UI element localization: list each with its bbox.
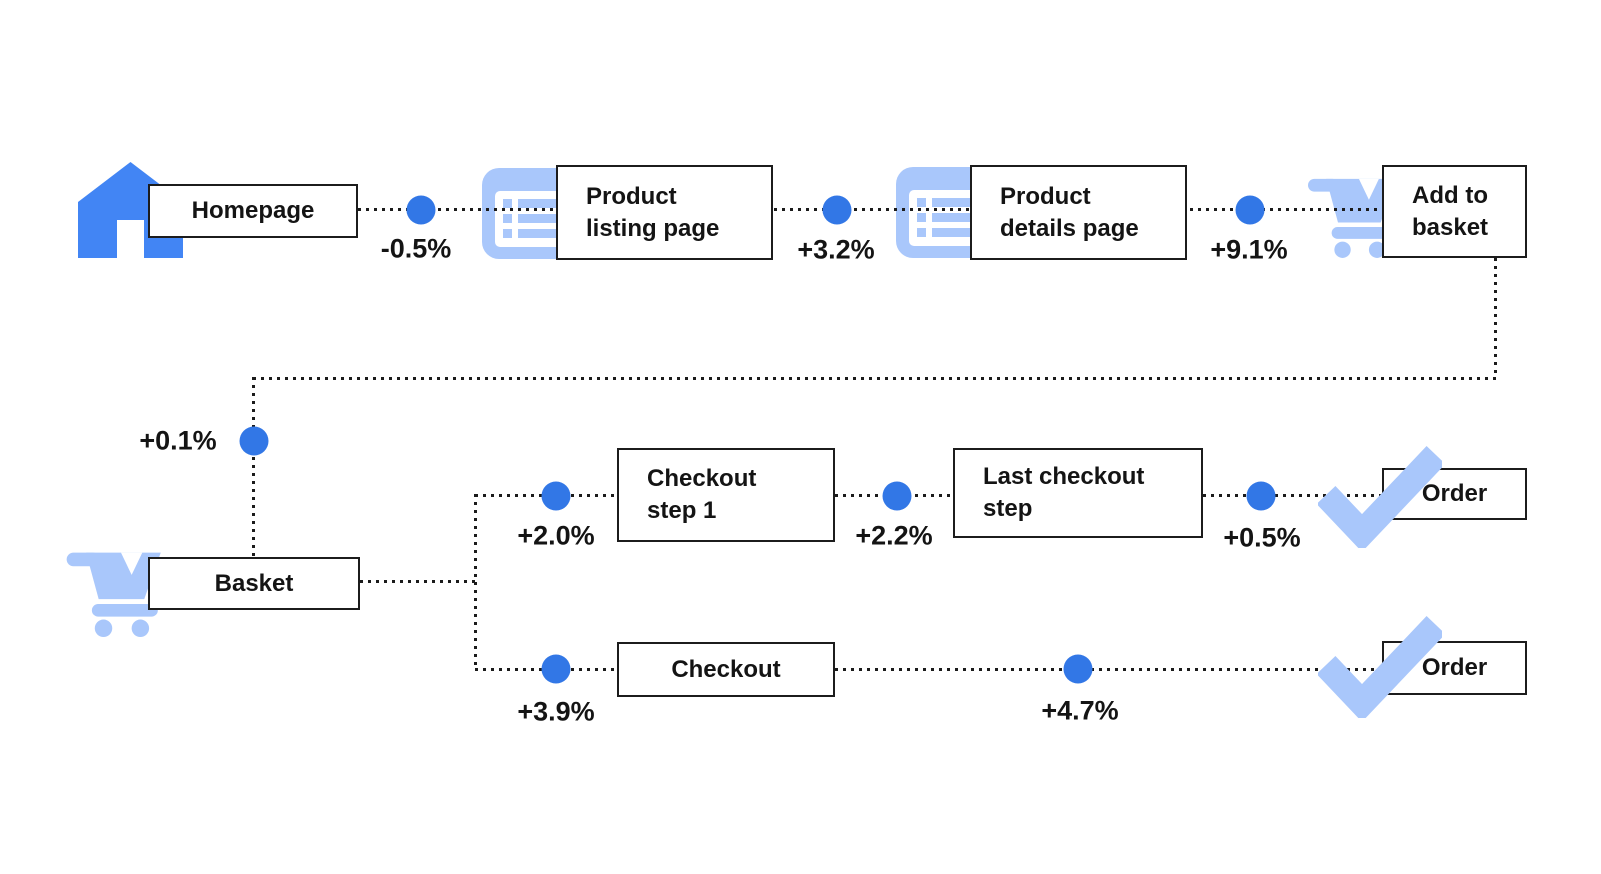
delta-label: +0.5% <box>1223 522 1301 553</box>
step-dot <box>239 426 269 456</box>
check-icon <box>1318 446 1442 548</box>
connector-line <box>360 580 477 583</box>
delta-label: +9.1% <box>1210 234 1288 265</box>
delta-label: -0.5% <box>380 233 452 264</box>
node-label: Checkout <box>671 655 781 683</box>
node-label: Product listing page <box>586 182 720 242</box>
node-checkout: Checkout <box>617 642 835 697</box>
step-dot <box>406 195 436 225</box>
step-dot <box>541 481 571 511</box>
connector-line <box>253 377 1496 380</box>
connector-line <box>475 494 1382 497</box>
node-label: Order <box>1421 654 1488 682</box>
step-dot <box>1246 481 1276 511</box>
connector-line <box>252 377 255 557</box>
node-homepage: Homepage <box>148 184 358 238</box>
node-label: Homepage <box>191 197 315 225</box>
node-product-details-page: Product details page <box>970 165 1187 260</box>
cart-icon <box>64 540 176 637</box>
node-label: Last checkout step <box>983 463 1145 522</box>
delta-label: +2.2% <box>855 520 933 551</box>
node-checkout-step-1: Checkout step 1 <box>617 448 835 542</box>
node-last-checkout-step: Last checkout step <box>953 448 1203 538</box>
node-label: Basket <box>214 569 294 597</box>
cart-icon <box>1308 166 1408 259</box>
node-basket: Basket <box>148 557 360 610</box>
connector-line <box>474 494 477 670</box>
node-label: Order <box>1421 480 1488 508</box>
delta-label: +3.9% <box>517 696 595 727</box>
delta-label: +4.7% <box>1041 695 1119 726</box>
connector-line <box>1494 258 1497 378</box>
delta-label: +0.1% <box>139 425 217 456</box>
step-dot <box>882 481 912 511</box>
delta-label: +3.2% <box>797 234 875 265</box>
node-label: Checkout step 1 <box>647 465 757 524</box>
connector-line <box>358 208 1382 211</box>
node-product-listing-page: Product listing page <box>556 165 773 260</box>
node-add-to-basket: Add to basket <box>1382 165 1527 258</box>
step-dot <box>822 195 852 225</box>
delta-label: +2.0% <box>517 520 595 551</box>
check-icon <box>1318 616 1442 718</box>
connector-line <box>475 668 1382 671</box>
step-dot <box>1235 195 1265 225</box>
node-label: Product details page <box>1000 182 1139 242</box>
step-dot <box>1063 654 1093 684</box>
node-label: Add to basket <box>1412 181 1489 241</box>
step-dot <box>541 654 571 684</box>
